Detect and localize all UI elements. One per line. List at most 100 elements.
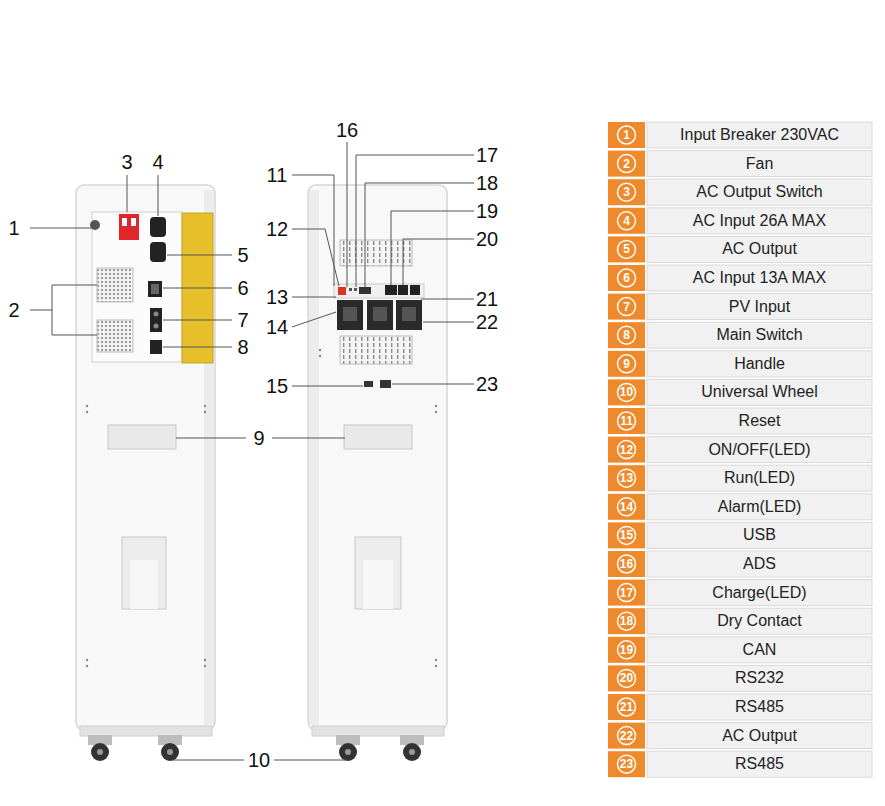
table-cell: Fan	[746, 155, 774, 173]
number-badge	[618, 412, 636, 430]
callout-number: 1	[8, 217, 19, 239]
name-cell	[647, 151, 872, 177]
table-cell: CAN	[743, 641, 777, 659]
number-cell	[608, 522, 645, 548]
callout-number: 7	[237, 309, 248, 331]
table-number: 14	[620, 500, 633, 514]
number-badge	[618, 669, 636, 687]
table-number: 1	[623, 128, 630, 142]
callout-number: 17	[476, 144, 498, 166]
callout-number: 8	[237, 336, 248, 358]
table-number: 3	[623, 185, 630, 199]
number-badge	[618, 355, 636, 373]
number-cell	[608, 322, 645, 348]
table-row	[608, 723, 872, 749]
callout-number: 11	[267, 164, 288, 186]
number-badge	[618, 641, 636, 659]
callout-number: 10	[248, 749, 270, 771]
number-badge	[618, 383, 636, 401]
number-badge	[618, 469, 636, 487]
number-cell	[608, 665, 645, 691]
number-badge	[618, 126, 636, 144]
rear-cabinet	[308, 185, 447, 761]
table-number: 6	[623, 271, 630, 285]
number-cell	[608, 551, 645, 577]
callout-number: 14	[266, 316, 288, 338]
table-number: 5	[623, 242, 630, 256]
table-cell: Run(LED)	[724, 469, 795, 487]
table-number: 9	[623, 357, 630, 371]
table-row	[608, 694, 872, 720]
table-number: 7	[623, 300, 630, 314]
table-row	[608, 494, 872, 520]
table-cell: Handle	[734, 355, 785, 373]
number-badge	[618, 698, 636, 716]
table-row	[608, 379, 872, 405]
table-cell: Reset	[739, 412, 781, 430]
number-cell	[608, 437, 645, 463]
parts-table	[608, 122, 872, 777]
front-cabinet	[76, 185, 215, 761]
table-cell: Alarm(LED)	[718, 498, 802, 516]
table-row	[608, 294, 872, 320]
callout-number: 6	[237, 277, 248, 299]
table-row	[608, 322, 872, 348]
name-cell	[647, 408, 872, 434]
number-cell	[608, 208, 645, 234]
number-badge	[618, 498, 636, 516]
table-row	[608, 522, 872, 548]
name-cell	[647, 351, 872, 377]
table-number: 11	[620, 414, 633, 428]
number-cell	[608, 608, 645, 634]
number-cell	[608, 294, 645, 320]
number-cell	[608, 265, 645, 291]
callout-number: 3	[121, 151, 132, 173]
table-cell: PV Input	[729, 298, 790, 316]
name-cell	[647, 551, 872, 577]
number-cell	[608, 494, 645, 520]
name-cell	[647, 694, 872, 720]
number-cell	[608, 122, 645, 148]
table-cell: Main Switch	[716, 326, 802, 344]
callout-number: 18	[476, 172, 498, 194]
table-row	[608, 580, 872, 606]
name-cell	[647, 751, 872, 777]
table-row	[608, 351, 872, 377]
name-cell	[647, 608, 872, 634]
number-cell	[608, 637, 645, 663]
number-badge	[618, 555, 636, 573]
table-row	[608, 465, 872, 491]
callout-number: 5	[237, 244, 248, 266]
callout-number: 20	[476, 228, 498, 250]
number-cell	[608, 580, 645, 606]
callout-number: 13	[266, 286, 288, 308]
table-row	[608, 236, 872, 262]
number-cell	[608, 151, 645, 177]
number-badge	[618, 526, 636, 544]
table-cell: ON/OFF(LED)	[708, 441, 810, 459]
table-number: 2	[623, 157, 630, 171]
table-row	[608, 265, 872, 291]
table-cell: AC Output Switch	[696, 183, 822, 201]
number-badge	[618, 584, 636, 602]
callout-number: 4	[152, 151, 163, 173]
table-cell: AC Output	[722, 240, 797, 258]
table-row	[608, 151, 872, 177]
number-badge	[618, 155, 636, 173]
name-cell	[647, 122, 872, 148]
number-badge	[618, 612, 636, 630]
table-row	[608, 637, 872, 663]
table-cell: RS485	[735, 755, 784, 773]
number-cell	[608, 465, 645, 491]
table-number: 19	[620, 643, 633, 657]
number-cell	[608, 379, 645, 405]
table-row	[608, 208, 872, 234]
table-cell: Input Breaker 230VAC	[680, 126, 839, 144]
number-cell	[608, 751, 645, 777]
number-badge	[618, 298, 636, 316]
table-number: 13	[620, 471, 633, 485]
number-badge	[618, 326, 636, 344]
table-cell: USB	[743, 526, 776, 544]
name-cell	[647, 265, 872, 291]
table-cell: AC Input 26A MAX	[693, 212, 826, 230]
